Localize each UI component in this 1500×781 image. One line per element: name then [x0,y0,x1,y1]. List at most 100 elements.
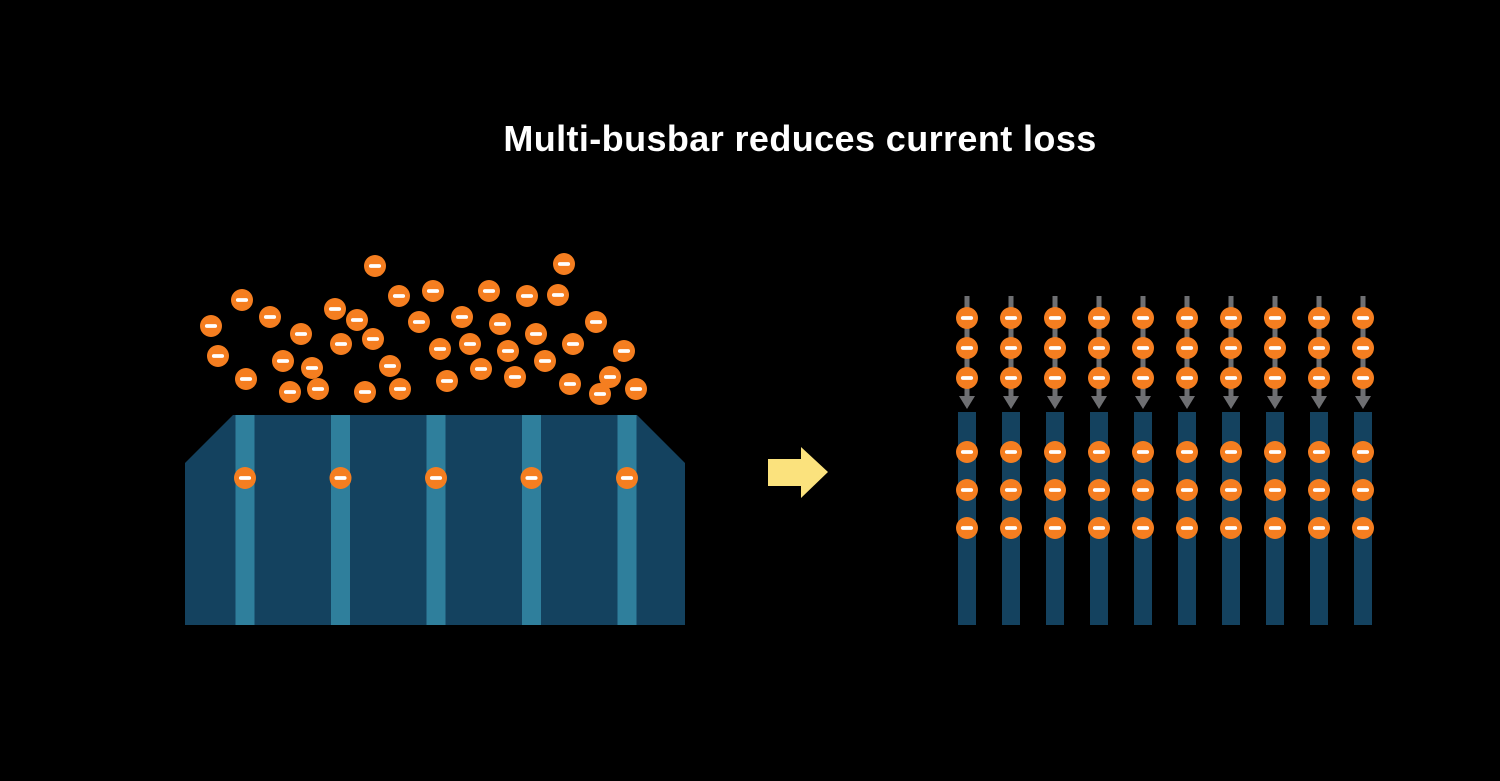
electron-icon [1000,337,1022,359]
electron-icon [1352,479,1374,501]
electron-icon [1220,479,1242,501]
electron-icon [301,357,323,379]
busbar [522,415,541,625]
scattered-electrons [200,253,647,405]
electron-icon [1264,517,1286,539]
electron-icon [379,355,401,377]
electron-icon [559,373,581,395]
electron-icon [1132,517,1154,539]
electron-icon [346,309,368,331]
electron-icon [562,333,584,355]
busbar [331,415,350,625]
electron-icon [200,315,222,337]
flow-arrow-head-icon [1047,396,1063,409]
minus-glyph [960,376,974,380]
busbar [426,415,446,625]
flow-arrow-head-icon [1223,396,1239,409]
minus-glyph [1312,316,1326,320]
minus-glyph [1224,526,1238,530]
minus-glyph [1224,488,1238,492]
minus-glyph [1312,376,1326,380]
minus-glyph [960,526,974,530]
minus-glyph [529,332,543,336]
minus-glyph [501,349,515,353]
electron-icon [1352,307,1374,329]
busbar-column [1044,296,1066,625]
electron-icon [1044,307,1066,329]
electron-icon [956,367,978,389]
minus-glyph [294,332,308,336]
electron-icon [1044,479,1066,501]
minus-glyph [620,476,634,480]
minus-glyph [1136,488,1150,492]
electron-icon [547,284,569,306]
electron-icon [1264,307,1286,329]
flow-arrow-head-icon [959,396,975,409]
minus-glyph [334,342,348,346]
minus-glyph [392,294,406,298]
electron-icon [613,340,635,362]
minus-glyph [1312,346,1326,350]
minus-glyph [263,315,277,319]
minus-glyph [1004,376,1018,380]
minus-glyph [1136,376,1150,380]
electron-icon [422,280,444,302]
electron-icon [1308,307,1330,329]
electron-icon [307,378,329,400]
busbar [617,415,637,625]
electron-icon [1132,337,1154,359]
electron-icon [1220,367,1242,389]
electron-icon [1264,337,1286,359]
electron-icon [956,479,978,501]
electron-icon [364,255,386,277]
electron-icon [1132,307,1154,329]
electron-icon [1000,307,1022,329]
electron-icon [354,381,376,403]
minus-glyph [211,354,225,358]
minus-glyph [276,359,290,363]
electron-icon [1088,517,1110,539]
busbar-column [1132,296,1154,625]
electron-icon [207,345,229,367]
minus-glyph [433,347,447,351]
minus-glyph [629,387,643,391]
electron-icon [234,467,256,489]
minus-glyph [1048,488,1062,492]
minus-glyph [960,450,974,454]
minus-glyph [1048,526,1062,530]
minus-glyph [1356,488,1370,492]
electron-icon [279,381,301,403]
minus-glyph [508,375,522,379]
minus-glyph [1048,346,1062,350]
minus-glyph [1268,316,1282,320]
electron-icon [324,298,346,320]
minus-glyph [566,342,580,346]
minus-glyph [551,293,565,297]
minus-glyph [1356,450,1370,454]
electron-icon [489,313,511,335]
electron-icon [290,323,312,345]
minus-glyph [1224,450,1238,454]
flow-arrow-head-icon [1003,396,1019,409]
minus-glyph [1224,376,1238,380]
minus-glyph [412,320,426,324]
minus-glyph [589,320,603,324]
minus-glyph [1180,346,1194,350]
minus-glyph [960,316,974,320]
minus-glyph [520,294,534,298]
electron-icon [497,340,519,362]
minus-glyph [1048,376,1062,380]
electron-icon [1220,517,1242,539]
minus-glyph [1268,450,1282,454]
right-arrow-icon [768,447,828,498]
minus-glyph [358,390,372,394]
minus-glyph [1180,488,1194,492]
electron-icon [616,467,638,489]
electron-icon [585,311,607,333]
minus-glyph [366,337,380,341]
electron-icon [1264,441,1286,463]
minus-glyph [1312,488,1326,492]
minus-glyph [1136,346,1150,350]
